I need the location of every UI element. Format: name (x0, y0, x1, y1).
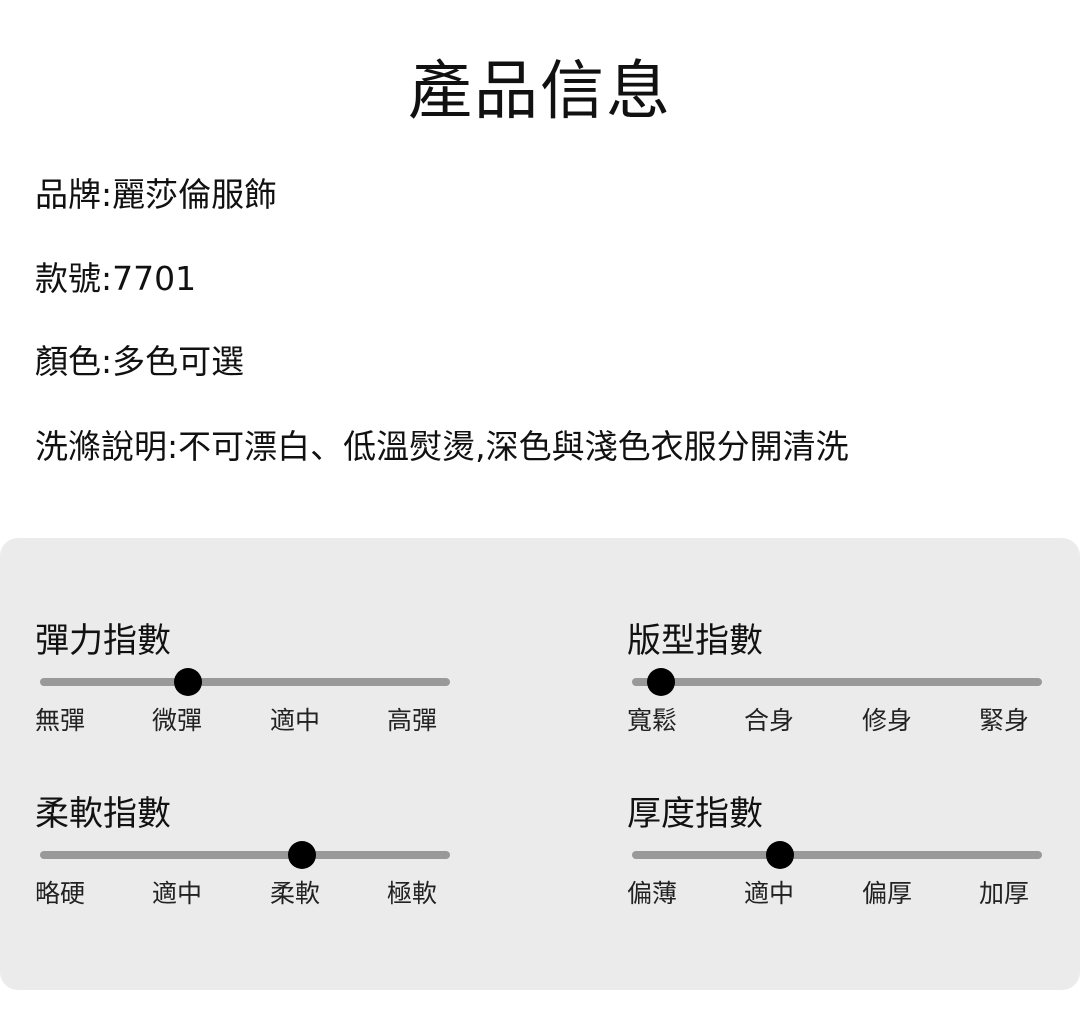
index-scale-label: 寬鬆 (627, 706, 678, 735)
model-number-text: 款號:7701 (35, 259, 197, 298)
index-scale-label: 加厚 (979, 879, 1030, 908)
washing-instructions-text: 洗滌說明:不可漂白、低溫熨燙,深色與淺色衣服分開清洗 (35, 427, 849, 466)
index-scale-label: 修身 (862, 706, 913, 735)
index-scale-label: 微彈 (152, 706, 203, 735)
index-slider-track (632, 841, 1042, 869)
brand-text: 品牌:麗莎倫服飾 (35, 175, 278, 214)
index-slider-knob (646, 668, 675, 696)
index-title: 柔軟指數 (35, 794, 171, 834)
index-scale-label: 無彈 (35, 706, 86, 735)
index-slider-knob (288, 841, 317, 869)
page-title: 產品信息 (408, 55, 672, 129)
index-scale-label: 適中 (744, 879, 795, 908)
index-slider-track (632, 668, 1042, 696)
index-scale-label: 略硬 (35, 879, 86, 908)
index-scale-label: 高彈 (387, 706, 438, 735)
index-scale-label: 柔軟 (270, 879, 321, 908)
product-index-panel: 彈力指數 無彈微彈適中高彈 版型指數 寬鬆合身修身緊身 柔軟指數 略硬適中柔軟極… (0, 538, 1080, 990)
index-scale-label: 合身 (744, 706, 795, 735)
index-slider-knob (173, 668, 202, 696)
index-title: 厚度指數 (627, 794, 763, 834)
index-scale-label: 適中 (270, 706, 321, 735)
index-slider-knob (765, 841, 794, 869)
index-slider-track (40, 841, 450, 869)
index-title: 彈力指數 (35, 621, 171, 661)
index-title: 版型指數 (627, 621, 763, 661)
color-text: 顏色:多色可選 (35, 342, 245, 381)
index-scale-label: 適中 (152, 879, 203, 908)
index-scale-label: 極軟 (387, 879, 438, 908)
index-scale-label: 偏厚 (862, 879, 913, 908)
index-scale-label: 偏薄 (627, 879, 678, 908)
index-slider-track (40, 668, 450, 696)
index-scale-label: 緊身 (979, 706, 1030, 735)
